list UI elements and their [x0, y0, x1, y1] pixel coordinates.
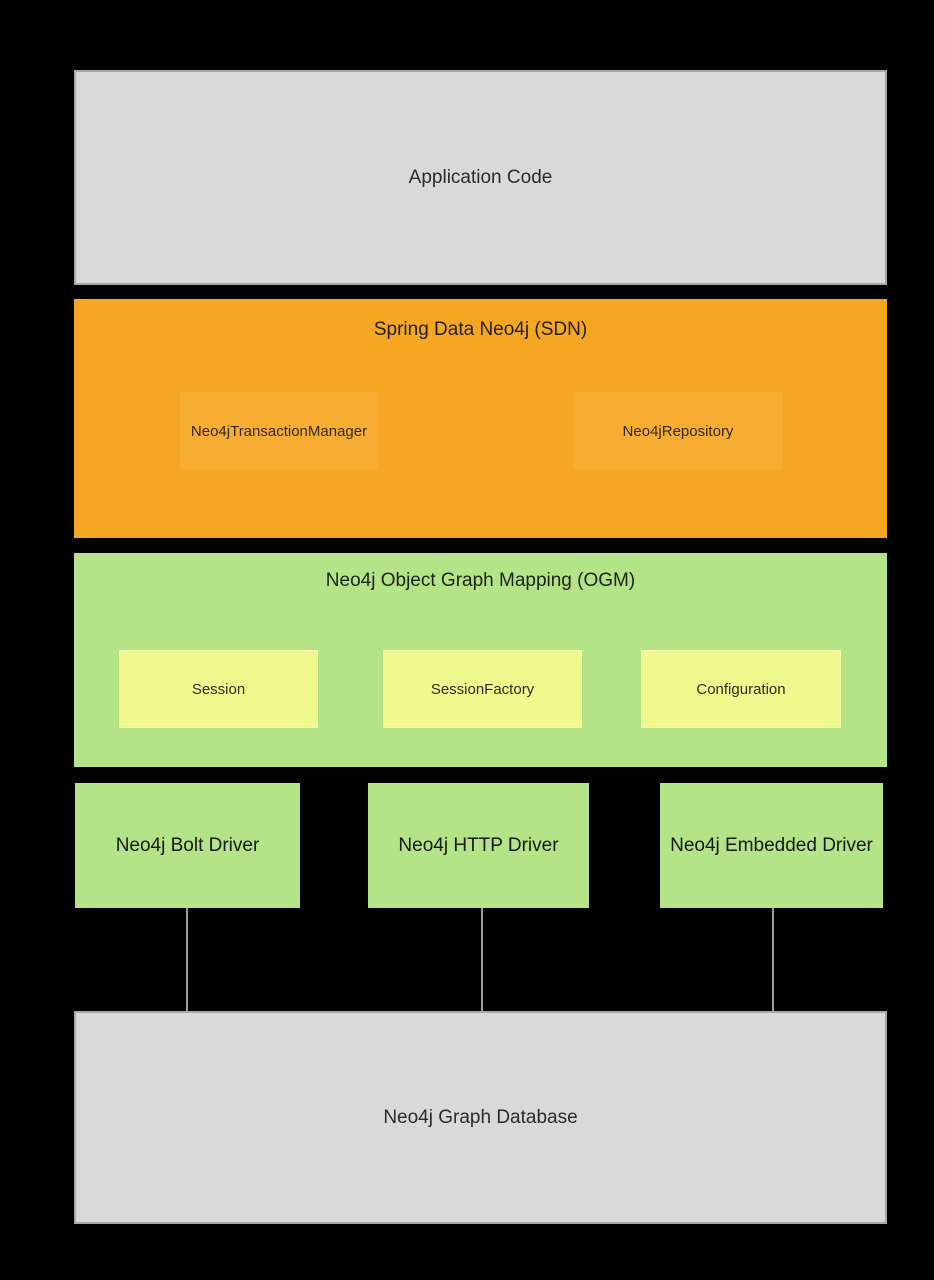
graph-database-label: Neo4j Graph Database [383, 1106, 578, 1128]
session-factory-label: SessionFactory [430, 680, 535, 698]
layer-spring-data-neo4j: Spring Data Neo4j (SDN) Neo4jTransaction… [74, 299, 887, 538]
driver-embedded: Neo4j Embedded Driver [660, 783, 883, 908]
component-session: Session [119, 650, 318, 728]
connector-line-embedded [772, 908, 774, 1011]
bolt-driver-label: Neo4j Bolt Driver [115, 834, 260, 856]
sdn-layer-title: Spring Data Neo4j (SDN) [373, 319, 588, 340]
neo4j-transaction-manager-label: Neo4jTransactionManager [190, 422, 368, 440]
driver-bolt: Neo4j Bolt Driver [75, 783, 300, 908]
component-neo4j-transaction-manager: Neo4jTransactionManager [180, 392, 378, 470]
session-label: Session [191, 680, 246, 698]
connector-line-bolt [186, 908, 188, 1011]
http-driver-label: Neo4j HTTP Driver [398, 834, 559, 856]
application-code-label: Application Code [408, 166, 553, 188]
configuration-label: Configuration [696, 680, 786, 698]
component-session-factory: SessionFactory [383, 650, 582, 728]
connector-line-http [481, 908, 483, 1011]
embedded-driver-label: Neo4j Embedded Driver [670, 834, 873, 856]
driver-http: Neo4j HTTP Driver [368, 783, 589, 908]
component-configuration: Configuration [641, 650, 841, 728]
neo4j-repository-label: Neo4jRepository [622, 422, 734, 440]
component-neo4j-repository: Neo4jRepository [573, 392, 783, 470]
ogm-layer-title: Neo4j Object Graph Mapping (OGM) [325, 570, 636, 591]
layer-application-code: Application Code [74, 70, 887, 285]
layer-neo4j-ogm: Neo4j Object Graph Mapping (OGM) Session… [74, 553, 887, 767]
layer-neo4j-graph-database: Neo4j Graph Database [74, 1011, 887, 1224]
